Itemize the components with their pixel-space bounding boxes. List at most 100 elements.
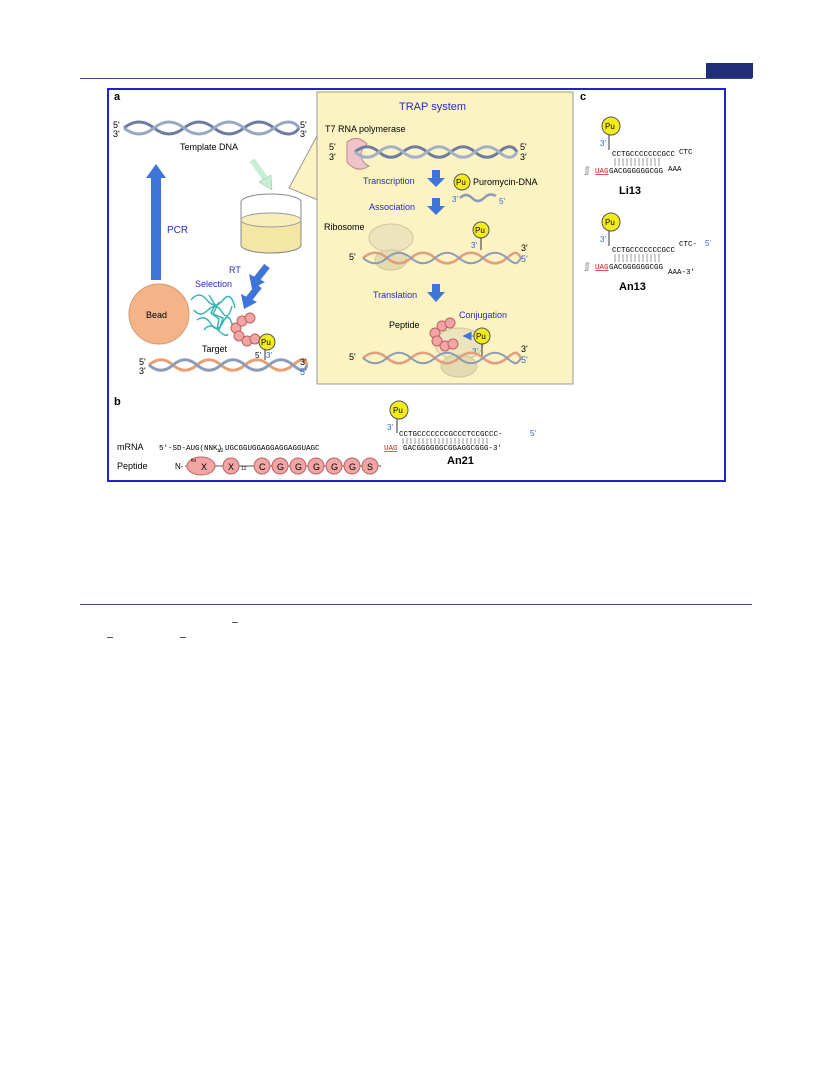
template-3prime-left: 3' bbox=[113, 129, 120, 139]
residue-8: G bbox=[349, 462, 356, 472]
t7-polymerase-label: T7 RNA polymerase bbox=[325, 124, 406, 134]
mrna2-5prime-blue: 5' bbox=[521, 355, 528, 365]
selected-helix-5prime: 5' bbox=[139, 357, 146, 367]
li13-name: Li13 bbox=[619, 185, 641, 197]
pu-label-assoc: Pu bbox=[475, 226, 485, 235]
an13-bottom-strand: GACGGGGGGCGG bbox=[609, 264, 664, 272]
figure-canvas: a b c 5' 3' 5' 3' Template DNA PCR RT Se… bbox=[113, 91, 711, 476]
pu-label-an21: Pu bbox=[393, 406, 403, 415]
header-rule bbox=[80, 78, 752, 79]
residue-fm-label: fM bbox=[191, 458, 196, 463]
trap-template-helix bbox=[354, 145, 519, 159]
pu-label-trap: Pu bbox=[476, 332, 486, 341]
mrna-prefix: 5'-SD-AUG(NNK) bbox=[159, 445, 222, 453]
selected-helix-5prime-right: 5' bbox=[300, 367, 307, 377]
mrna2-3prime: 3' bbox=[521, 344, 528, 354]
mrna1-3prime: 3' bbox=[521, 243, 528, 253]
mrna-suffix: GACGGGGGGCGGAGGCGGG-3' bbox=[403, 445, 502, 453]
template-dna-helix bbox=[123, 120, 301, 136]
an13-name: An13 bbox=[619, 281, 646, 293]
figure-frame: a b c 5' 3' 5' 3' Template DNA PCR RT Se… bbox=[107, 88, 726, 482]
mrna-label: mRNA bbox=[117, 442, 144, 452]
li13-base-pairs bbox=[614, 158, 660, 166]
mrna-stop-codon: UAG bbox=[384, 445, 398, 453]
transcription-label: Transcription bbox=[363, 176, 415, 186]
puromycin-dna-label: Puromycin-DNA bbox=[473, 177, 538, 187]
footer-rule bbox=[80, 604, 752, 605]
residue-2: X bbox=[228, 462, 234, 472]
bead-label: Bead bbox=[146, 310, 167, 320]
an13-break-symbol: ʃʃ bbox=[584, 261, 590, 271]
pu-sphere-li13 bbox=[601, 116, 621, 136]
puromycin-dna-strand bbox=[459, 193, 497, 203]
li13-bottom-strand: GACGGGGGGCGG bbox=[609, 168, 664, 176]
residue-5: G bbox=[295, 462, 302, 472]
target-protein bbox=[190, 294, 236, 337]
conjugation-label: Conjugation bbox=[459, 310, 507, 320]
selection-label: Selection bbox=[195, 279, 232, 289]
mrna1-5prime-blue: 5' bbox=[521, 254, 528, 264]
residue-1: X bbox=[201, 462, 207, 472]
residue-x-random bbox=[222, 457, 240, 475]
template-dna-label: Template DNA bbox=[180, 142, 238, 152]
peptide-n-terminus: N- bbox=[175, 462, 184, 471]
residue-fm-x bbox=[186, 456, 216, 476]
target-label: Target bbox=[202, 344, 228, 354]
trap-helix1-3prime-right: 3' bbox=[520, 152, 527, 162]
pu-label-free: Pu bbox=[456, 178, 466, 187]
selected-3prime: 3' bbox=[266, 351, 272, 360]
footnote-mark-2 bbox=[107, 637, 113, 638]
an21-3prime: 3' bbox=[387, 423, 393, 432]
residue-7: G bbox=[331, 462, 338, 472]
pu-sphere-an21 bbox=[389, 400, 409, 420]
li13-top-strand: CCTGCCCCCCCGCC bbox=[612, 151, 676, 159]
puromycin-dna-5prime: 5' bbox=[499, 197, 505, 206]
ribosome-label: Ribosome bbox=[324, 222, 365, 232]
mrna-middle: UGCGGUGGAGGAGGAGGUAGC bbox=[225, 445, 320, 453]
panel-letter-a: a bbox=[114, 91, 121, 103]
li13-bottom-tail: AAA bbox=[668, 166, 682, 174]
callout-wedge bbox=[288, 133, 319, 201]
footnote-mark-1 bbox=[232, 622, 238, 623]
translation-arrow bbox=[427, 284, 445, 302]
an21-top-5prime: 5' bbox=[530, 429, 536, 438]
mrna-helix-2 bbox=[362, 351, 523, 365]
selected-helix-3prime: 3' bbox=[139, 366, 146, 376]
pcr-arrow bbox=[146, 164, 166, 280]
template-5prime-right: 5' bbox=[300, 120, 307, 130]
pu-sphere-an13 bbox=[601, 212, 621, 232]
an13-top-tail: CTC- bbox=[679, 241, 697, 249]
li13-loop: CTC bbox=[679, 149, 693, 157]
residue-x-subscript: 12 bbox=[241, 466, 247, 472]
peptide-label-trap: Peptide bbox=[389, 320, 420, 330]
rt-label: RT bbox=[229, 265, 241, 275]
peptide-label-b: Peptide bbox=[117, 461, 148, 471]
residue-4: G bbox=[277, 462, 284, 472]
selected-complex-helix bbox=[148, 358, 309, 372]
trap-title: TRAP system bbox=[399, 101, 466, 113]
association-arrow bbox=[427, 198, 445, 215]
template-3prime-right: 3' bbox=[300, 129, 307, 139]
an13-bottom-tail: AAA-3' bbox=[668, 269, 695, 277]
an21-top-strand: CCTGCCCCCCCGCCCTCCGCCC- bbox=[399, 431, 503, 439]
constant-residues bbox=[253, 457, 379, 475]
an13-stop-codon: UAG bbox=[595, 264, 609, 272]
mrna2-5prime: 5' bbox=[349, 352, 356, 362]
pu-label-selected: Pu bbox=[261, 338, 271, 347]
trap-helix1-5prime: 5' bbox=[329, 142, 336, 152]
residue-9: S bbox=[367, 462, 373, 472]
transcription-arrow bbox=[427, 170, 445, 187]
template-to-tube-arrow bbox=[249, 158, 273, 191]
page-tab-marker bbox=[706, 63, 753, 78]
mrna-nnk-subscript: 12 bbox=[217, 447, 224, 454]
an13-top-strand: CCTGCCCCCCCGCC bbox=[612, 247, 676, 255]
residue-6: G bbox=[313, 462, 320, 472]
rt-arrow bbox=[249, 263, 270, 289]
nascent-peptide-beads bbox=[429, 317, 459, 352]
translation-label: Translation bbox=[373, 290, 417, 300]
an13-top-5prime: 5' bbox=[705, 239, 711, 248]
an21-base-pairs bbox=[402, 438, 488, 444]
panel-letter-c: c bbox=[580, 91, 586, 103]
puromycin-dna-3prime: 3' bbox=[452, 195, 458, 204]
assoc-3prime-blue: 3' bbox=[471, 241, 477, 250]
